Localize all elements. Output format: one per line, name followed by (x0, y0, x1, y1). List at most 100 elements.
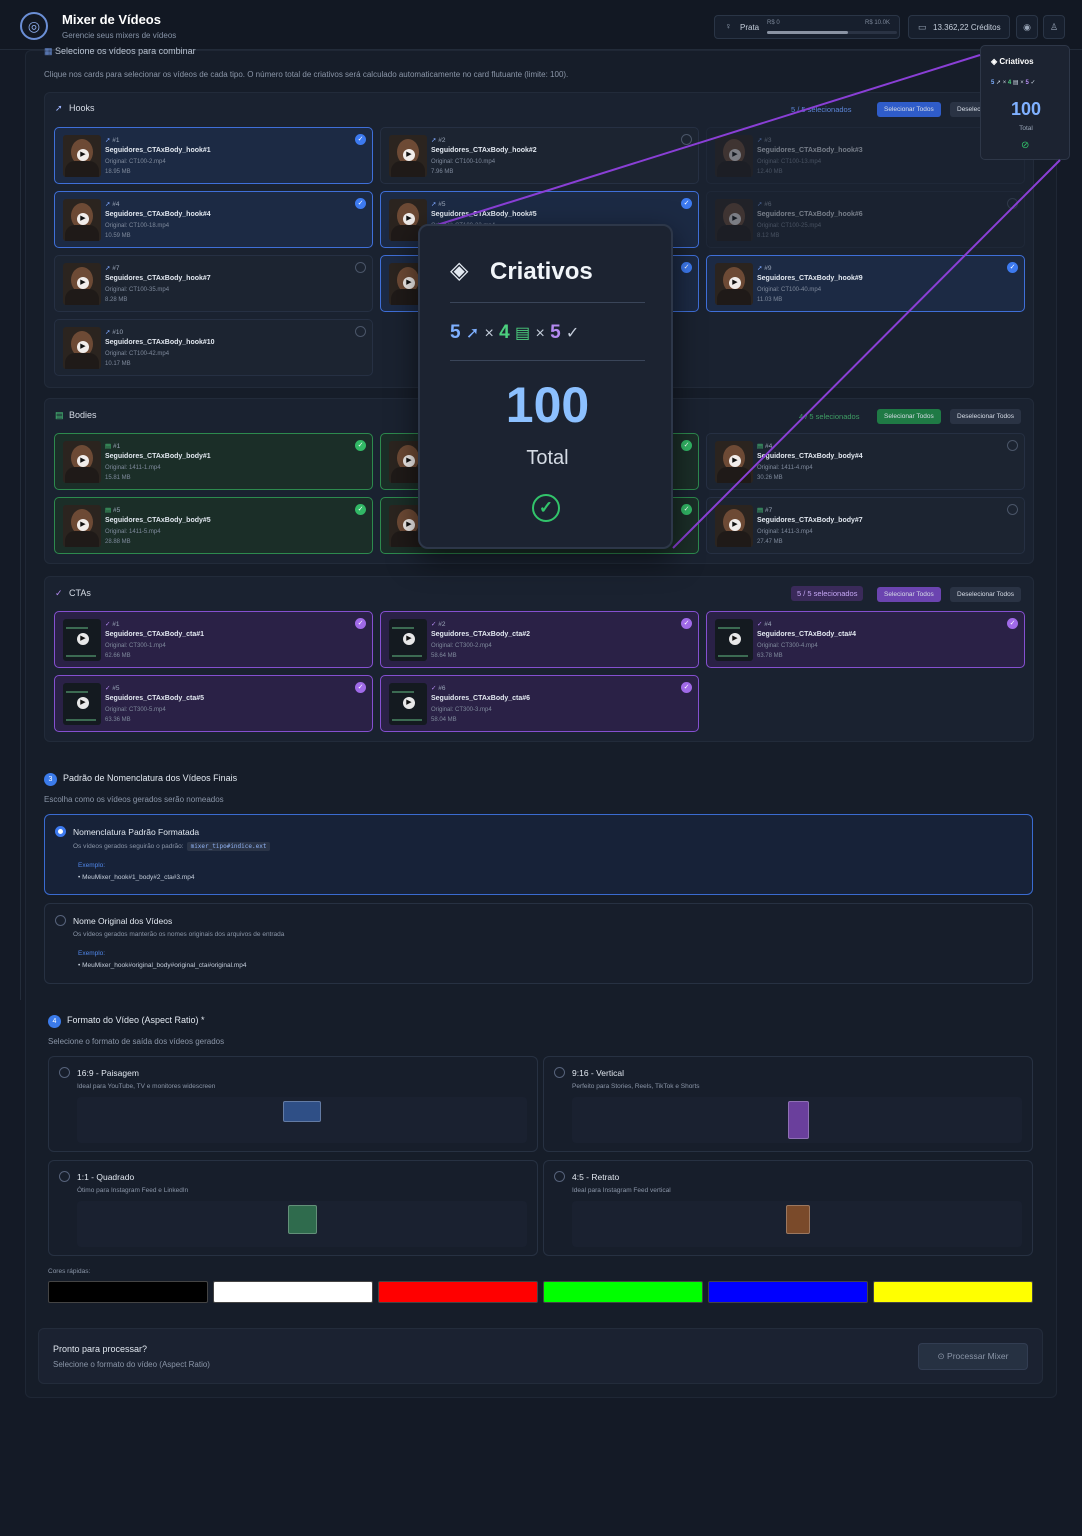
rocket-icon: ➚ (55, 103, 63, 113)
play-icon[interactable]: ▶ (403, 149, 415, 161)
ratio-shape-16-9 (283, 1101, 321, 1122)
bodies-deselect-all-button[interactable]: Deselecionar Todos (950, 409, 1021, 424)
play-icon[interactable]: ▶ (729, 277, 741, 289)
play-icon[interactable]: ▶ (403, 213, 415, 225)
play-icon[interactable]: ▶ (403, 519, 415, 531)
play-icon[interactable]: ▶ (77, 277, 89, 289)
play-icon[interactable]: ▶ (77, 341, 89, 353)
radio-unselected[interactable] (554, 1067, 565, 1078)
cta-type-icon: ✓ (757, 621, 763, 628)
selected-check-icon[interactable]: ✓ (355, 618, 366, 629)
radio-unselected[interactable] (59, 1171, 70, 1182)
card-filename: Seguidores_CTAxBody_cta#6 (431, 695, 531, 702)
play-icon[interactable]: ▶ (729, 149, 741, 161)
play-icon[interactable]: ▶ (403, 697, 415, 709)
unselected-circle-icon[interactable] (1007, 440, 1018, 451)
card-filename: Seguidores_CTAxBody_hook#1 (105, 147, 211, 154)
ctas-select-all-button[interactable]: Selecionar Todos (877, 587, 941, 602)
unselected-circle-icon[interactable] (355, 326, 366, 337)
color-swatch[interactable] (213, 1281, 373, 1303)
play-icon[interactable]: ▶ (403, 455, 415, 467)
play-icon[interactable]: ▶ (729, 519, 741, 531)
unselected-circle-icon[interactable] (681, 134, 692, 145)
color-swatch[interactable] (873, 1281, 1033, 1303)
naming-option-original[interactable]: Nome Original dos Vídeos Os vídeos gerad… (44, 903, 1033, 984)
selected-check-icon[interactable]: ✓ (1007, 618, 1018, 629)
plan-indicator[interactable]: ♀ Prata R$ 0 R$ 10.0K (714, 15, 900, 39)
format-option-1-1[interactable]: 1:1 - Quadrado Ótimo para Instagram Feed… (48, 1160, 538, 1256)
selected-check-icon[interactable]: ✓ (681, 618, 692, 629)
pattern-code: mixer_tipo#indice.ext (186, 842, 271, 851)
radio-unselected[interactable] (55, 915, 66, 926)
ctas-deselect-all-button[interactable]: Deselecionar Todos (950, 587, 1021, 602)
play-icon[interactable]: ▶ (77, 455, 89, 467)
naming-option-formatted[interactable]: Nomenclatura Padrão Formatada Os vídeos … (44, 814, 1033, 895)
eye-icon[interactable]: ◉ (1016, 15, 1038, 39)
color-swatch[interactable] (543, 1281, 703, 1303)
user-icon[interactable]: ♙ (1043, 15, 1065, 39)
play-icon[interactable]: ▶ (77, 519, 89, 531)
color-swatch[interactable] (708, 1281, 868, 1303)
format-option-4-5[interactable]: 4:5 - Retrato Ideal para Instagram Feed … (543, 1160, 1033, 1256)
play-icon[interactable]: ▶ (77, 149, 89, 161)
selected-check-icon[interactable]: ✓ (681, 682, 692, 693)
hooks-select-all-button[interactable]: Selecionar Todos (877, 102, 941, 117)
color-swatch[interactable] (378, 1281, 538, 1303)
play-icon[interactable]: ▶ (403, 277, 415, 289)
play-icon[interactable]: ▶ (729, 633, 741, 645)
play-icon[interactable]: ▶ (729, 213, 741, 225)
format-option-16-9[interactable]: 16:9 - Paisagem Ideal para YouTube, TV e… (48, 1056, 538, 1152)
radio-selected[interactable] (55, 826, 66, 837)
selected-check-icon[interactable]: ✓ (355, 504, 366, 515)
format-option-9-16[interactable]: 9:16 - Vertical Perfeito para Stories, R… (543, 1056, 1033, 1152)
selected-check-icon[interactable]: ✓ (681, 504, 692, 515)
ratio-shape-9-16 (788, 1101, 809, 1139)
card-size: 7.96 MB (431, 169, 454, 175)
selected-check-icon[interactable]: ✓ (355, 198, 366, 209)
card-original: Original: 1411-4.mp4 (757, 465, 813, 471)
radio-unselected[interactable] (554, 1171, 565, 1182)
credits-badge[interactable]: ▭ 13.362,22 Créditos (908, 15, 1010, 39)
unselected-circle-icon[interactable] (1007, 504, 1018, 515)
selected-check-icon[interactable]: ✓ (681, 440, 692, 451)
cta-type-icon: ✓ (105, 685, 111, 692)
selected-check-icon[interactable]: ✓ (355, 134, 366, 145)
play-icon[interactable]: ▶ (77, 213, 89, 225)
selected-check-icon[interactable]: ✓ (355, 682, 366, 693)
process-mixer-button[interactable]: ⊙ Processar Mixer (918, 1343, 1028, 1370)
selected-check-icon[interactable]: ✓ (1007, 262, 1018, 273)
play-icon[interactable]: ▶ (77, 697, 89, 709)
play-icon[interactable]: ▶ (77, 633, 89, 645)
radio-unselected[interactable] (59, 1067, 70, 1078)
color-swatch[interactable] (48, 1281, 208, 1303)
bodies-select-all-button[interactable]: Selecionar Todos (877, 409, 941, 424)
cta-type-icon: ✓ (431, 621, 437, 628)
unselected-circle-icon[interactable] (355, 262, 366, 273)
selected-check-icon[interactable]: ✓ (681, 198, 692, 209)
unselected-circle-icon[interactable] (1007, 198, 1018, 209)
play-icon[interactable]: ▶ (729, 455, 741, 467)
selected-check-icon[interactable]: ✓ (355, 440, 366, 451)
card-index: ▤ #7 (757, 507, 773, 514)
zoomed-criativos-card: ◈ Criativos 5 ➚ × 4 ▤ × 5 ✓ 100 Total ✓ (418, 224, 673, 549)
play-icon[interactable]: ▶ (403, 633, 415, 645)
selected-check-icon[interactable]: ✓ (681, 262, 692, 273)
